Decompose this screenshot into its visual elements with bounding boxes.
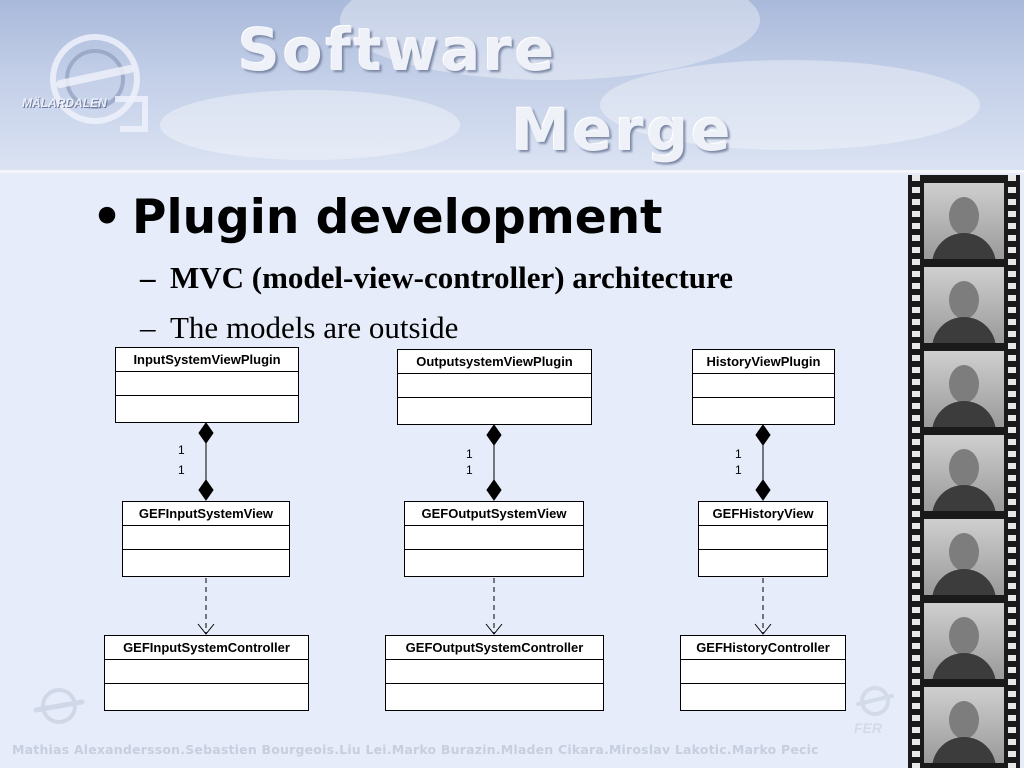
uml-class-name: GEFInputSystemView xyxy=(123,502,289,526)
uml-class-name: HistoryViewPlugin xyxy=(693,350,834,374)
team-photo xyxy=(924,687,1004,763)
mdh-logo-icon xyxy=(50,34,148,132)
uml-operations xyxy=(693,398,834,422)
film-perforation xyxy=(1008,175,1016,768)
mdh-logo-small-icon xyxy=(33,688,85,724)
dash-icon: – xyxy=(140,310,156,345)
uml-attributes xyxy=(116,372,298,396)
composition-diamond-icon xyxy=(486,479,502,501)
open-arrow-icon xyxy=(197,623,215,635)
uml-attributes xyxy=(123,526,289,550)
header-divider xyxy=(0,170,1024,173)
uml-operations xyxy=(386,684,603,708)
uml-class-input-controller: GEFInputSystemController xyxy=(104,635,309,711)
sub-bullet-text: MVC (model-view-controller) architecture xyxy=(170,260,733,295)
open-arrow-icon xyxy=(485,623,503,635)
uml-class-input-plugin: InputSystemViewPlugin xyxy=(115,347,299,423)
uml-operations xyxy=(105,684,308,708)
team-photo xyxy=(924,183,1004,259)
film-perforation xyxy=(912,175,920,768)
uml-attributes xyxy=(693,374,834,398)
header-banner: MÄLARDALEN Software Merge xyxy=(0,0,1024,170)
uml-operations xyxy=(116,396,298,420)
team-photo xyxy=(924,351,1004,427)
composition-diamond-icon xyxy=(486,424,502,446)
uml-class-name: GEFHistoryView xyxy=(699,502,827,526)
uml-attributes xyxy=(105,660,308,684)
uml-class-name: GEFInputSystemController xyxy=(105,636,308,660)
team-photo-film-strip xyxy=(908,175,1020,768)
uml-operations xyxy=(405,550,583,574)
fer-logo-icon xyxy=(856,686,894,716)
sub-bullet-mvc: –MVC (model-view-controller) architectur… xyxy=(140,260,733,296)
multiplicity-label: 1 xyxy=(178,443,185,457)
multiplicity-label: 1 xyxy=(466,447,473,461)
map-texture xyxy=(600,60,980,150)
multiplicity-label: 1 xyxy=(735,447,742,461)
uml-class-name: InputSystemViewPlugin xyxy=(116,348,298,372)
uml-class-history-view: GEFHistoryView xyxy=(698,501,828,577)
multiplicity-label: 1 xyxy=(178,463,185,477)
map-texture xyxy=(160,90,460,160)
footer-credits: Mathias Alexandersson.Sebastien Bourgeoi… xyxy=(12,742,819,757)
uml-class-input-view: GEFInputSystemView xyxy=(122,501,290,577)
multiplicity-label: 1 xyxy=(466,463,473,477)
uml-attributes xyxy=(681,660,845,684)
uml-class-history-plugin: HistoryViewPlugin xyxy=(692,349,835,425)
open-arrow-icon xyxy=(754,623,772,635)
composition-diamond-icon xyxy=(755,424,771,446)
title-merge: Merge xyxy=(512,96,734,164)
composition-diamond-icon xyxy=(755,479,771,501)
dash-icon: – xyxy=(140,260,156,295)
uml-class-output-controller: GEFOutputSystemController xyxy=(385,635,604,711)
main-bullet: •Plugin development xyxy=(92,190,663,245)
mdh-logo-text: MÄLARDALEN xyxy=(22,96,107,110)
uml-attributes xyxy=(386,660,603,684)
uml-class-name: GEFOutputSystemView xyxy=(405,502,583,526)
uml-class-name: GEFOutputSystemController xyxy=(386,636,603,660)
uml-attributes xyxy=(405,526,583,550)
uml-attributes xyxy=(699,526,827,550)
uml-operations xyxy=(123,550,289,574)
composition-diamond-icon xyxy=(198,422,214,444)
uml-operations xyxy=(398,398,591,422)
uml-class-name: OutputsystemViewPlugin xyxy=(398,350,591,374)
sub-bullet-text: The models are outside xyxy=(170,310,459,345)
uml-class-output-view: GEFOutputSystemView xyxy=(404,501,584,577)
uml-attributes xyxy=(398,374,591,398)
uml-class-name: GEFHistoryController xyxy=(681,636,845,660)
sub-bullet-models: –The models are outside xyxy=(140,310,458,346)
uml-operations xyxy=(681,684,845,708)
uml-operations xyxy=(699,550,827,574)
uml-class-output-plugin: OutputsystemViewPlugin xyxy=(397,349,592,425)
bullet-dot-icon: • xyxy=(92,190,123,245)
multiplicity-label: 1 xyxy=(735,463,742,477)
team-photo xyxy=(924,519,1004,595)
team-photo xyxy=(924,435,1004,511)
title-software: Software xyxy=(238,16,558,84)
uml-class-history-controller: GEFHistoryController xyxy=(680,635,846,711)
team-photo xyxy=(924,267,1004,343)
team-photo xyxy=(924,603,1004,679)
main-bullet-text: Plugin development xyxy=(132,190,663,245)
composition-diamond-icon xyxy=(198,479,214,501)
fer-logo-text: FER xyxy=(854,720,882,736)
